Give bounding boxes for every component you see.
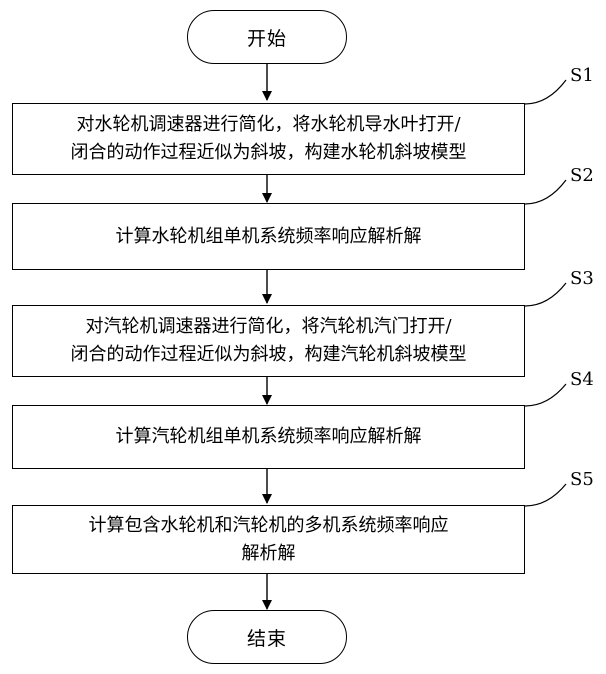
step-s4-text: 计算汽轮机组单机系统频率响应解析解	[116, 423, 422, 451]
step-s5-text: 计算包含水轮机和汽轮机的多机系统频率响应 解析解	[89, 512, 449, 568]
start-node: 开始	[187, 10, 347, 64]
leader-s3	[525, 283, 566, 306]
step-s5-box: 计算包含水轮机和汽轮机的多机系统频率响应 解析解	[12, 505, 525, 574]
step-s4-box: 计算汽轮机组单机系统频率响应解析解	[12, 405, 525, 469]
step-s3-label: S3	[570, 269, 594, 289]
step-s2-text: 计算水轮机组单机系统频率响应解析解	[116, 223, 422, 251]
step-s3-box: 对汽轮机调速器进行简化，将汽轮机汽门打开/ 闭合的动作过程近似为斜坡，构建汽轮机…	[12, 305, 525, 377]
step-s4-label: S4	[570, 370, 594, 390]
step-s1-box: 对水轮机调速器进行简化，将水轮机导水叶打开/ 闭合的动作过程近似为斜坡，构建水轮…	[12, 103, 525, 175]
step-s3-text: 对汽轮机调速器进行简化，将汽轮机汽门打开/ 闭合的动作过程近似为斜坡，构建汽轮机…	[71, 313, 467, 369]
end-label: 结束	[247, 624, 287, 651]
step-s1-label: S1	[570, 66, 594, 86]
step-s2-label: S2	[570, 166, 594, 186]
leader-s4	[525, 384, 566, 406]
end-node: 结束	[187, 610, 347, 664]
start-label: 开始	[247, 24, 287, 51]
leader-s2	[525, 180, 566, 204]
step-s5-label: S5	[570, 470, 594, 490]
leader-s5	[525, 484, 566, 506]
step-s2-box: 计算水轮机组单机系统频率响应解析解	[12, 203, 525, 270]
step-s1-text: 对水轮机调速器进行简化，将水轮机导水叶打开/ 闭合的动作过程近似为斜坡，构建水轮…	[71, 111, 467, 167]
leader-s1	[525, 80, 566, 104]
